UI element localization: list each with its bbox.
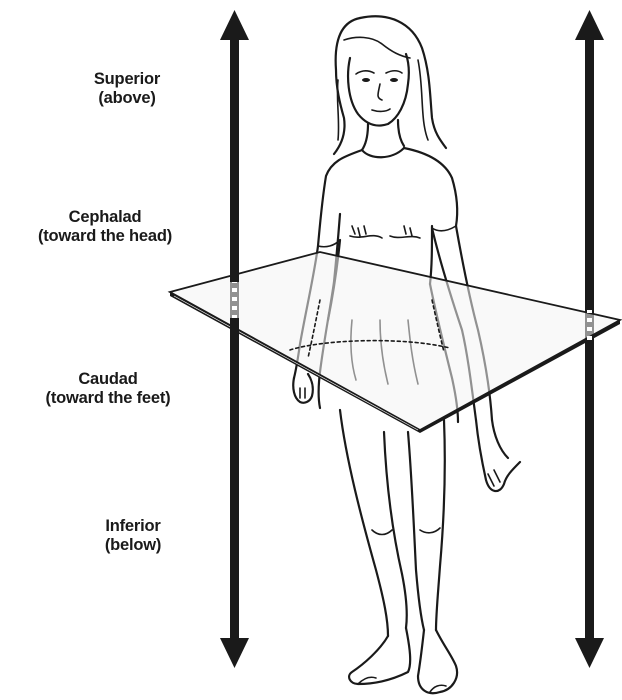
label-inferior-meaning: (below) (78, 536, 188, 555)
figure-face (348, 54, 409, 126)
label-inferior-term: Inferior (78, 517, 188, 536)
figure-hair (334, 16, 446, 154)
label-superior-meaning: (above) (62, 89, 192, 108)
label-cephalad-term: Cephalad (0, 208, 210, 227)
label-inferior: Inferior (below) (78, 517, 188, 555)
label-superior: Superior (above) (62, 70, 192, 108)
label-caudad: Caudad (toward the feet) (8, 370, 208, 408)
label-cephalad: Cephalad (toward the head) (0, 208, 210, 246)
label-cephalad-meaning: (toward the head) (0, 227, 210, 246)
label-caudad-meaning: (toward the feet) (8, 389, 208, 408)
label-superior-term: Superior (62, 70, 192, 89)
label-caudad-term: Caudad (8, 370, 208, 389)
